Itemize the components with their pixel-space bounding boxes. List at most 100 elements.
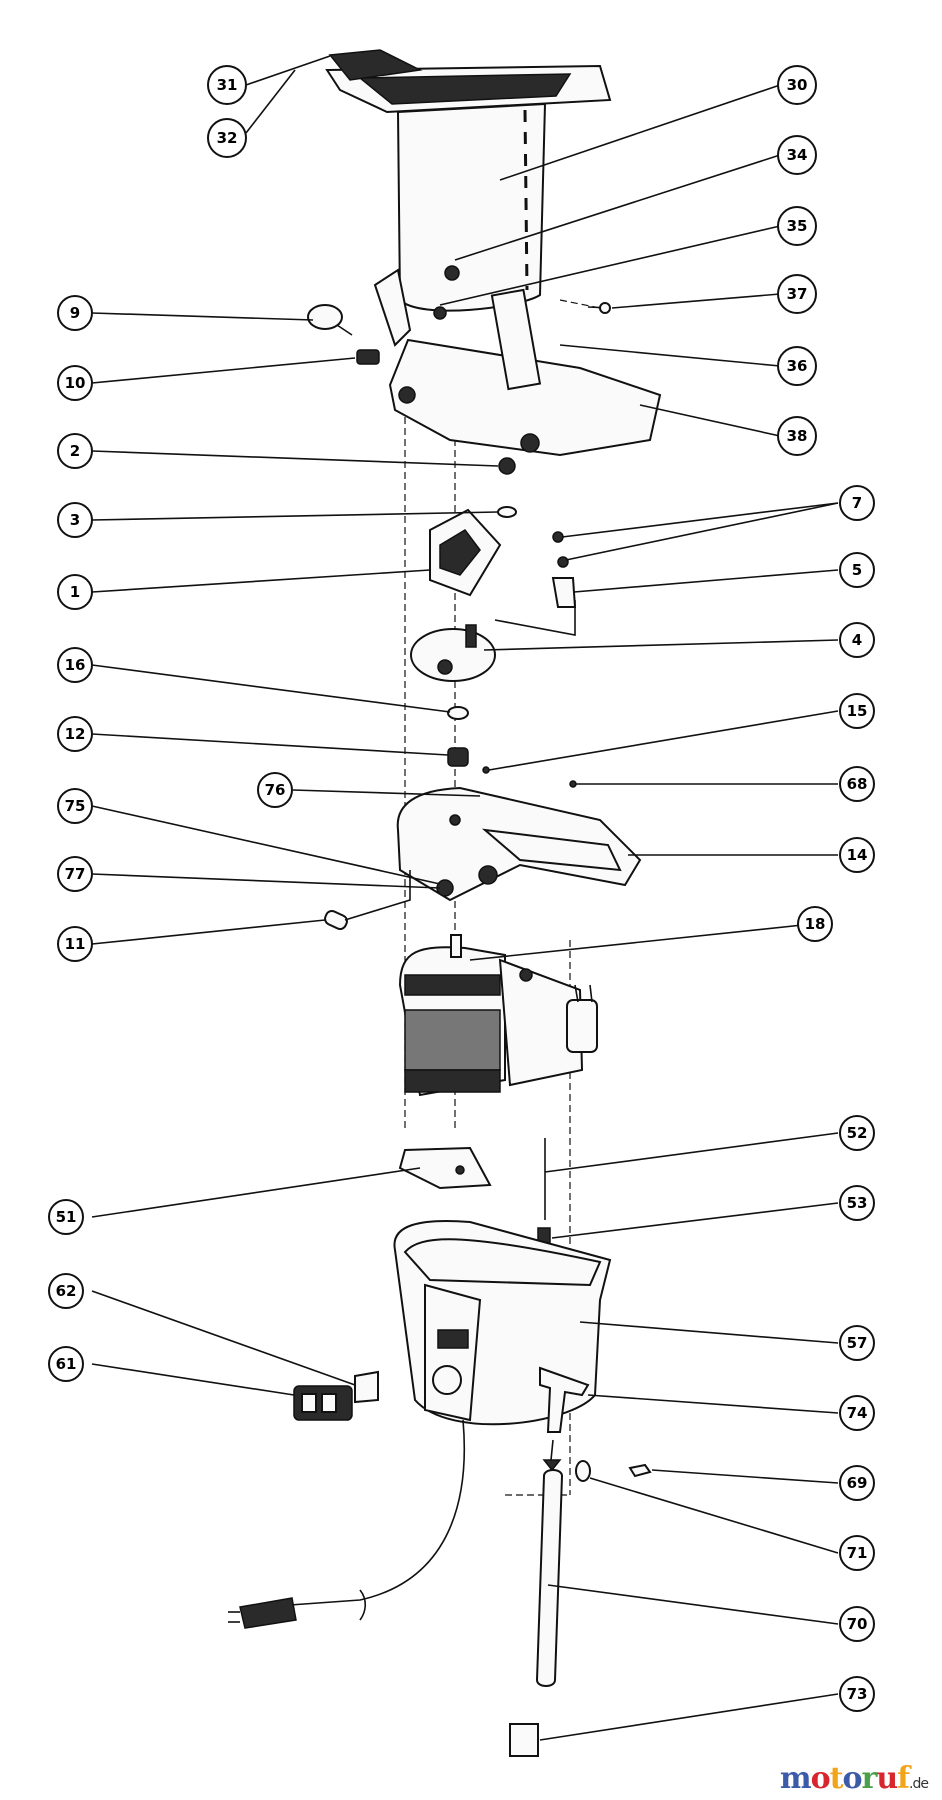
upper-base-plate-part [373, 265, 662, 457]
callout-73: 73 [839, 1676, 875, 1712]
callout-62-label: 62 [56, 1282, 77, 1300]
callout-10: 10 [57, 365, 93, 401]
callout-10-label: 10 [65, 374, 86, 392]
watermark-letters: motoruf [780, 1761, 910, 1796]
callout-4: 4 [839, 622, 875, 658]
callout-76-label: 76 [265, 781, 286, 799]
callout-57-label: 57 [847, 1334, 868, 1352]
bracket-part [356, 349, 380, 365]
callout-16: 16 [57, 647, 93, 683]
callout-38-label: 38 [787, 427, 808, 445]
callout-61-label: 61 [56, 1355, 77, 1373]
ring-part [447, 706, 469, 720]
nut-part [498, 457, 516, 475]
callout-62: 62 [48, 1273, 84, 1309]
callout-36: 36 [777, 346, 817, 386]
callout-68-label: 68 [847, 775, 868, 793]
callout-2-label: 2 [70, 442, 80, 460]
motoruf-watermark-logo: motoruf.de [780, 1761, 929, 1796]
callout-30: 30 [777, 65, 817, 105]
callout-35-label: 35 [787, 217, 808, 235]
callout-31: 31 [207, 65, 247, 105]
callout-5-label: 5 [852, 561, 862, 579]
callout-69-label: 69 [847, 1474, 868, 1492]
callout-12-label: 12 [65, 725, 86, 743]
callout-77-label: 77 [65, 865, 86, 883]
callout-30-label: 30 [787, 76, 808, 94]
callout-37: 37 [777, 274, 817, 314]
knob-part [307, 304, 343, 330]
callout-7: 7 [839, 485, 875, 521]
callout-11: 11 [57, 926, 93, 962]
callout-14: 14 [839, 837, 875, 873]
watermark-letter: f [897, 1761, 910, 1796]
watermark-letter: o [842, 1761, 863, 1796]
callout-75-label: 75 [65, 797, 86, 815]
callout-53: 53 [839, 1185, 875, 1221]
cutting-disc-part [410, 624, 496, 682]
t-handle-part [539, 1366, 590, 1433]
callout-38: 38 [777, 416, 817, 456]
callout-70: 70 [839, 1606, 875, 1642]
callout-76: 76 [257, 772, 293, 808]
callout-57: 57 [839, 1325, 875, 1361]
callout-1-label: 1 [70, 583, 80, 601]
callout-71-label: 71 [847, 1544, 868, 1562]
callout-9-label: 9 [70, 304, 80, 322]
callout-34-label: 34 [787, 146, 808, 164]
watermark-letter: o [810, 1761, 831, 1796]
callout-3: 3 [57, 502, 93, 538]
callout-53-label: 53 [847, 1194, 868, 1212]
callout-11-label: 11 [65, 935, 86, 953]
callout-51: 51 [48, 1199, 84, 1235]
callout-2: 2 [57, 433, 93, 469]
callout-32: 32 [207, 118, 247, 158]
callout-68: 68 [839, 766, 875, 802]
switch-bracket-part [398, 1146, 492, 1190]
callout-70-label: 70 [847, 1615, 868, 1633]
callout-77: 77 [57, 856, 93, 892]
callout-34: 34 [777, 135, 817, 175]
power-cord-part [228, 1419, 466, 1629]
watermark-letter: r [861, 1761, 878, 1796]
callout-52-label: 52 [847, 1124, 868, 1142]
cutter-block-part [429, 508, 502, 597]
callout-61: 61 [48, 1346, 84, 1382]
watermark-letter: u [876, 1761, 898, 1796]
callout-74: 74 [839, 1395, 875, 1431]
callout-73-label: 73 [847, 1685, 868, 1703]
callout-5: 5 [839, 552, 875, 588]
callout-51-label: 51 [56, 1208, 77, 1226]
callout-36-label: 36 [787, 357, 808, 375]
callout-3-label: 3 [70, 511, 80, 529]
callout-7-label: 7 [852, 494, 862, 512]
callout-9: 9 [57, 295, 93, 331]
callout-69: 69 [839, 1465, 875, 1501]
callout-14-label: 14 [847, 846, 868, 864]
callout-71: 71 [839, 1535, 875, 1571]
callout-37-label: 37 [787, 285, 808, 303]
callout-4-label: 4 [852, 631, 862, 649]
callout-32-label: 32 [217, 129, 238, 147]
callout-52: 52 [839, 1115, 875, 1151]
bushing-part [447, 747, 469, 767]
callout-16-label: 16 [65, 656, 86, 674]
callout-15: 15 [839, 693, 875, 729]
callout-15-label: 15 [847, 702, 868, 720]
callout-74-label: 74 [847, 1404, 868, 1422]
callout-18: 18 [797, 906, 833, 942]
callout-leader-lines [91, 55, 839, 1741]
feed-chute-part [325, 49, 612, 312]
callout-1: 1 [57, 574, 93, 610]
watermark-letter: t [829, 1761, 844, 1796]
washer-part [497, 506, 517, 518]
callout-31-label: 31 [217, 76, 238, 94]
callout-18-label: 18 [805, 915, 826, 933]
motor-housing-cover-part [396, 786, 642, 902]
crank-grip-part [324, 909, 348, 931]
callout-12: 12 [57, 716, 93, 752]
motor-part [398, 934, 598, 1097]
callout-75: 75 [57, 788, 93, 824]
callout-35: 35 [777, 206, 817, 246]
